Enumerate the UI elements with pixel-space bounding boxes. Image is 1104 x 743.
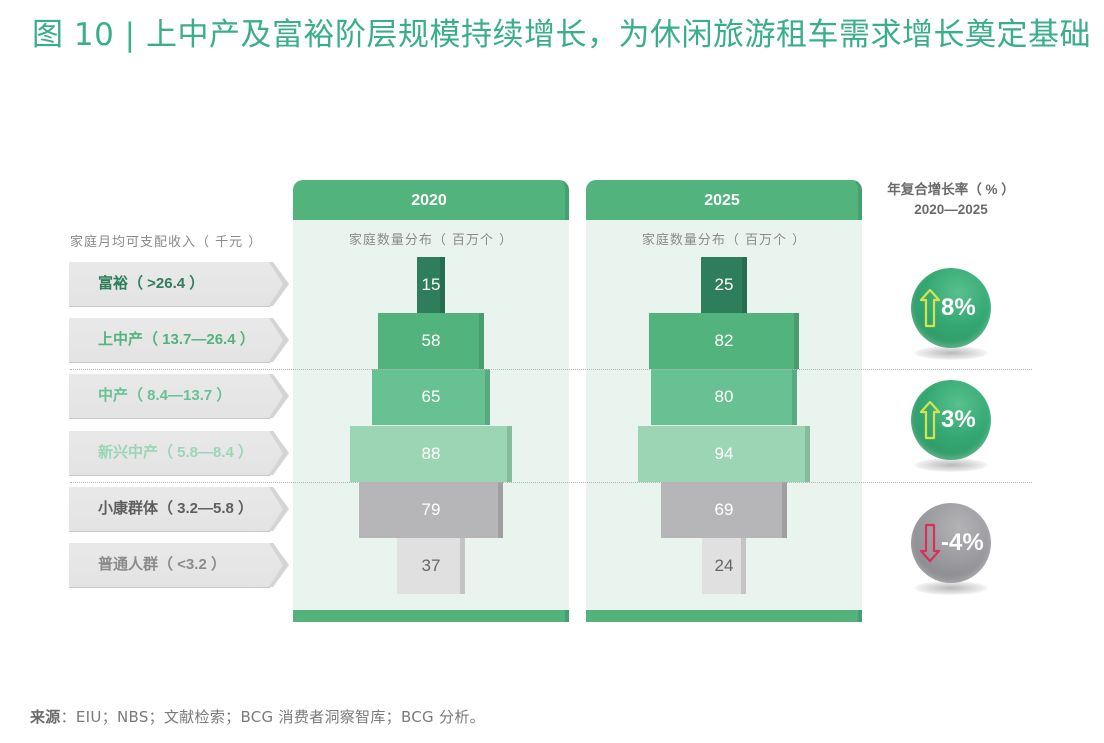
bar-value: 25 (714, 275, 734, 294)
bubble-circle: -4% (911, 503, 991, 583)
bar-value: 69 (714, 500, 734, 519)
bar-shade (782, 482, 788, 538)
label-arrow-shape (69, 318, 289, 362)
cagr-value: -4% (941, 529, 984, 556)
bar-shade (794, 313, 800, 369)
bar-2025-4: 69 (660, 482, 788, 538)
bar-shade (740, 538, 746, 594)
bar-2025-1: 82 (648, 313, 800, 369)
bar-shade (805, 426, 810, 482)
source-label: 来源 (30, 708, 61, 726)
segment-label: 小康群体（ 3.2—5.8 ） (69, 487, 289, 532)
segment-label: 普通人群（ <3.2 ） (69, 543, 289, 588)
bar-value: 88 (421, 444, 441, 463)
bar-value: 65 (421, 387, 441, 406)
bubble-circle: 3% (911, 380, 991, 460)
segment-label: 新兴中产（ 5.8—8.4 ） (69, 431, 289, 476)
source-text: ：EIU；NBS；文献检索；BCG 消费者洞察智库；BCG 分析。 (60, 708, 485, 726)
segment-label: 中产（ 8.4—13.7 ） (69, 374, 289, 419)
bar-2025-5: 24 (702, 538, 746, 594)
label-arrow-shape (69, 543, 289, 587)
bar-shade (479, 313, 485, 369)
bar-shade (498, 482, 504, 538)
panel-subtitle: 家庭数量分布（ 百万个 ） (641, 233, 807, 248)
bar-shade (440, 257, 445, 313)
bar-shade (741, 257, 747, 313)
bar-2025-0: 25 (701, 257, 747, 313)
cagr-value: 8% (941, 294, 976, 321)
bar-shade (485, 369, 491, 425)
label-arrow-shape (69, 262, 289, 306)
bubble-shadow (914, 346, 988, 360)
bar-value: 58 (421, 331, 441, 350)
cagr-bubble: -4% (906, 503, 996, 603)
income-axis-header: 家庭月均可支配收入（ 千元 ） (70, 235, 263, 250)
bar-2020-4: 79 (358, 482, 504, 538)
segment-label-text: 中产（ 8.4—13.7 ） (98, 387, 232, 404)
segment-label-text: 普通人群（ <3.2 ） (98, 556, 226, 573)
cagr-header: 年复合增长率（ % ） 2020—2025 (875, 180, 1027, 220)
segment-label-text: 上中产（ 13.7—26.4 ） (98, 331, 255, 348)
bar-2020-0: 15 (417, 257, 445, 313)
bar-value: 24 (714, 556, 734, 575)
bubble-shadow (914, 458, 988, 472)
bar-value: 37 (421, 556, 441, 575)
panel-year-header: 2025 (586, 180, 862, 220)
panel-footer-bar (586, 610, 862, 622)
bar-2020-1: 58 (377, 313, 485, 369)
source-note: 来源：EIU；NBS；文献检索；BCG 消费者洞察智库；BCG 分析。 (30, 706, 485, 727)
panel-subtitle: 家庭数量分布（ 百万个 ） (348, 233, 514, 248)
arrow-up-icon (919, 400, 941, 440)
bar-2020-3: 88 (350, 426, 512, 482)
bubble-shadow (914, 581, 988, 595)
bar-value: 15 (421, 275, 441, 294)
panel-footer-bar (293, 610, 569, 622)
bar-value: 79 (421, 500, 441, 519)
segment-label-text: 小康群体（ 3.2—5.8 ） (98, 500, 254, 517)
bar-shade (792, 369, 798, 425)
bar-value: 94 (714, 444, 734, 463)
bubble-circle: 8% (911, 268, 991, 348)
label-arrow-shape (69, 374, 289, 418)
arrow-down-icon (919, 523, 941, 563)
arrow-up-icon (919, 288, 941, 328)
label-arrow-shape (69, 487, 289, 531)
segment-label-text: 富裕（ >26.4 ） (98, 275, 205, 292)
cagr-bubble: 3% (906, 380, 996, 480)
panel-year-header: 2020 (293, 180, 569, 220)
bar-value: 80 (714, 387, 734, 406)
cagr-header-title: 年复合增长率（ % ） (887, 182, 1015, 197)
label-arrow-shape (69, 431, 289, 475)
cagr-bubble: 8% (906, 268, 996, 368)
bar-shade (459, 538, 465, 594)
segment-label: 富裕（ >26.4 ） (69, 262, 289, 307)
bar-2025-3: 94 (637, 426, 810, 482)
group-divider (70, 369, 1032, 370)
chart-title: 图 10 | 上中产及富裕阶层规模持续增长，为休闲旅游租车需求增长奠定基础 (32, 17, 1091, 53)
segment-label-text: 新兴中产（ 5.8—8.4 ） (98, 444, 254, 461)
bar-value: 82 (714, 331, 734, 350)
group-divider (70, 482, 1032, 483)
bar-2025-2: 80 (650, 369, 798, 425)
segment-label: 上中产（ 13.7—26.4 ） (69, 318, 289, 363)
cagr-value: 3% (941, 406, 976, 433)
bar-2020-2: 65 (371, 369, 491, 425)
bar-shade (506, 426, 512, 482)
bar-2020-5: 37 (397, 538, 465, 594)
cagr-header-period: 2020—2025 (914, 202, 988, 217)
